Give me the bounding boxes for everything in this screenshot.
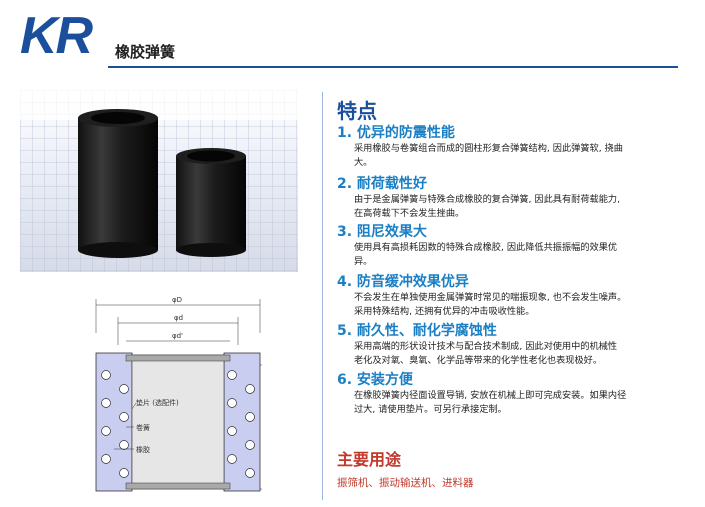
feature-1-desc: 采用橡胶与卷簧组合而成的圆柱形复合弹簧结构, 因此弹簧软, 挠曲 大。 bbox=[354, 142, 682, 169]
label-spring: 卷簧 bbox=[136, 423, 150, 432]
feature-3-title: 3. 阻尼效果大 bbox=[337, 224, 427, 240]
cross-section-drawing: φD φd φd' H bbox=[80, 293, 285, 503]
feature-2-desc: 由于是金属弹簧与特殊合成橡胶的复合弹簧, 因此具有耐荷载能力, 在高荷载下不会发… bbox=[354, 193, 682, 220]
feature-1-line-2: 大。 bbox=[354, 156, 373, 168]
feature-4-desc: 不会发生在单独使用金属弹簧时常见的喘振现象, 也不会发生噪声。 采用特殊结构, … bbox=[354, 291, 682, 318]
feature-2: 2. 耐荷载性好 由于是金属弹簧与特殊合成橡胶的复合弹簧, 因此具有耐荷载能力,… bbox=[337, 176, 682, 220]
label-rubber: 橡胶 bbox=[136, 445, 150, 454]
feature-4-line-1: 不会发生在单独使用金属弹簧时常见的喘振现象, 也不会发生噪声。 bbox=[354, 292, 627, 303]
feature-4: 4. 防音缓冲效果优异 不会发生在单独使用金属弹簧时常见的喘振现象, 也不会发生… bbox=[337, 274, 682, 318]
feature-6: 6. 安装方便 在橡胶弹簧内径面设置导销, 安放在机械上即可完成安装。如果内径 … bbox=[337, 372, 682, 416]
feature-5: 5. 耐久性、耐化学腐蚀性 采用高端的形状设计技术与配合技术制成, 因此对使用中… bbox=[337, 323, 682, 367]
feature-5-desc: 采用高端的形状设计技术与配合技术制成, 因此对使用中的机械性 老化及对氧、臭氧、… bbox=[354, 340, 682, 367]
feature-3: 3. 阻尼效果大 使用具有高损耗因数的特殊合成橡胶, 因此降低共振振幅的效果优 … bbox=[337, 224, 682, 268]
dim-d-label: φd bbox=[174, 314, 183, 322]
feature-4-line-2: 采用特殊结构, 还拥有优异的冲击吸收性能。 bbox=[354, 305, 535, 317]
feature-3-line-1: 使用具有高损耗因数的特殊合成橡胶, 因此降低共振振幅的效果优 bbox=[354, 242, 618, 253]
dim-d2-label: φd' bbox=[172, 332, 183, 340]
uses-text: 振筛机、振动输送机、进料器 bbox=[337, 477, 474, 489]
feature-6-title: 6. 安装方便 bbox=[337, 372, 413, 388]
feature-6-desc: 在橡胶弹簧内径面设置导销, 安放在机械上即可完成安装。如果内径 过大, 请使用垫… bbox=[354, 389, 682, 416]
label-pad: 垫片 (选配件) bbox=[136, 398, 179, 407]
feature-4-title: 4. 防音缓冲效果优异 bbox=[337, 274, 469, 290]
product-photo bbox=[20, 90, 298, 272]
feature-1-title: 1. 优异的防震性能 bbox=[337, 125, 455, 141]
feature-5-line-2: 老化及对氧、臭氧、化学品等带来的化学性老化也表现极好。 bbox=[354, 354, 603, 366]
column-divider bbox=[322, 92, 323, 500]
feature-2-line-1: 由于是金属弹簧与特殊合成橡胶的复合弹簧, 因此具有耐荷载能力, bbox=[354, 194, 621, 205]
feature-1: 1. 优异的防震性能 采用橡胶与卷簧组合而成的圆柱形复合弹簧结构, 因此弹簧软,… bbox=[337, 125, 682, 169]
feature-3-desc: 使用具有高损耗因数的特殊合成橡胶, 因此降低共振振幅的效果优 异。 bbox=[354, 241, 682, 268]
product-subtitle: 橡胶弹簧 bbox=[115, 43, 176, 61]
feature-3-line-2: 异。 bbox=[354, 255, 373, 267]
feature-6-line-2: 过大, 请使用垫片。可另行承接定制。 bbox=[354, 403, 507, 415]
feature-5-title: 5. 耐久性、耐化学腐蚀性 bbox=[337, 323, 497, 339]
product-logo: KR bbox=[20, 7, 93, 65]
features-title: 特点 bbox=[337, 99, 377, 123]
page-header: KR 橡胶弹簧 bbox=[0, 0, 705, 72]
dim-D-label: φD bbox=[172, 296, 182, 304]
feature-6-line-1: 在橡胶弹簧内径面设置导销, 安放在机械上即可完成安装。如果内径 bbox=[354, 390, 627, 401]
header-rule bbox=[108, 66, 678, 68]
uses-title: 主要用途 bbox=[337, 450, 402, 469]
feature-2-title: 2. 耐荷载性好 bbox=[337, 176, 427, 192]
feature-1-line-1: 采用橡胶与卷簧组合而成的圆柱形复合弹簧结构, 因此弹簧软, 挠曲 bbox=[354, 143, 623, 154]
feature-5-line-1: 采用高端的形状设计技术与配合技术制成, 因此对使用中的机械性 bbox=[354, 341, 618, 352]
feature-2-line-2: 在高荷载下不会发生挫曲。 bbox=[354, 207, 465, 219]
